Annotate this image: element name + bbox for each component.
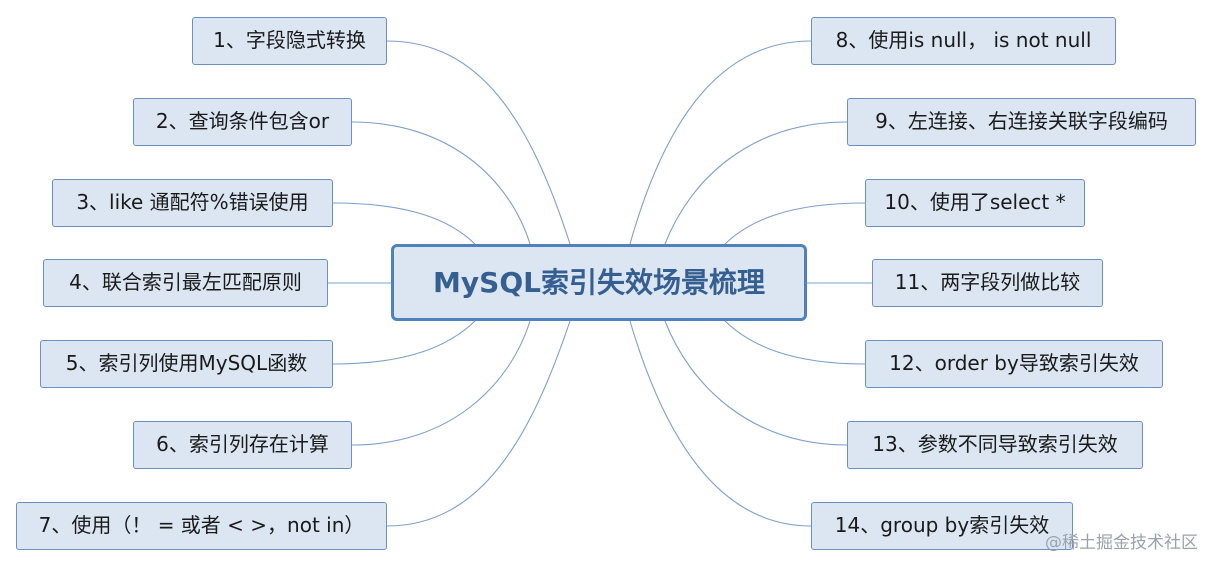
branch-node-12[interactable]: 12、order by导致索引失效 [865, 340, 1163, 388]
connector-12 [724, 320, 866, 365]
branch-node-13[interactable]: 13、参数不同导致索引失效 [847, 421, 1143, 469]
branch-node-8[interactable]: 8、使用is null， is not null [811, 17, 1116, 65]
connector-13 [664, 320, 848, 446]
branch-node-4[interactable]: 4、联合索引最左匹配原则 [43, 259, 328, 307]
connector-2 [351, 121, 531, 245]
connector-9 [664, 121, 848, 245]
connector-6 [351, 320, 531, 446]
branch-node-9[interactable]: 9、左连接、右连接关联字段编码 [847, 98, 1196, 146]
connector-10 [724, 202, 866, 245]
connector-14 [629, 320, 812, 527]
branch-node-7[interactable]: 7、使用（！ = 或者 < >，not in） [16, 502, 387, 550]
branch-node-5[interactable]: 5、索引列使用MySQL函数 [40, 340, 333, 388]
branch-node-11[interactable]: 11、两字段列做比较 [872, 259, 1103, 307]
connector-3 [332, 202, 476, 245]
connector-8 [629, 40, 812, 245]
branch-node-6[interactable]: 6、索引列存在计算 [133, 421, 352, 469]
central-topic[interactable]: MySQL索引失效场景梳理 [391, 244, 807, 321]
branch-node-3[interactable]: 3、like 通配符%错误使用 [52, 179, 333, 227]
branch-node-1[interactable]: 1、字段隐式转换 [192, 17, 387, 65]
branch-node-14[interactable]: 14、group by索引失效 [811, 502, 1073, 550]
branch-node-2[interactable]: 2、查询条件包含or [133, 98, 352, 146]
connector-1 [386, 40, 571, 245]
connector-7 [386, 320, 571, 527]
branch-node-10[interactable]: 10、使用了select * [865, 179, 1085, 227]
connector-5 [332, 320, 476, 365]
watermark: @稀土掘金技术社区 [1045, 533, 1198, 553]
